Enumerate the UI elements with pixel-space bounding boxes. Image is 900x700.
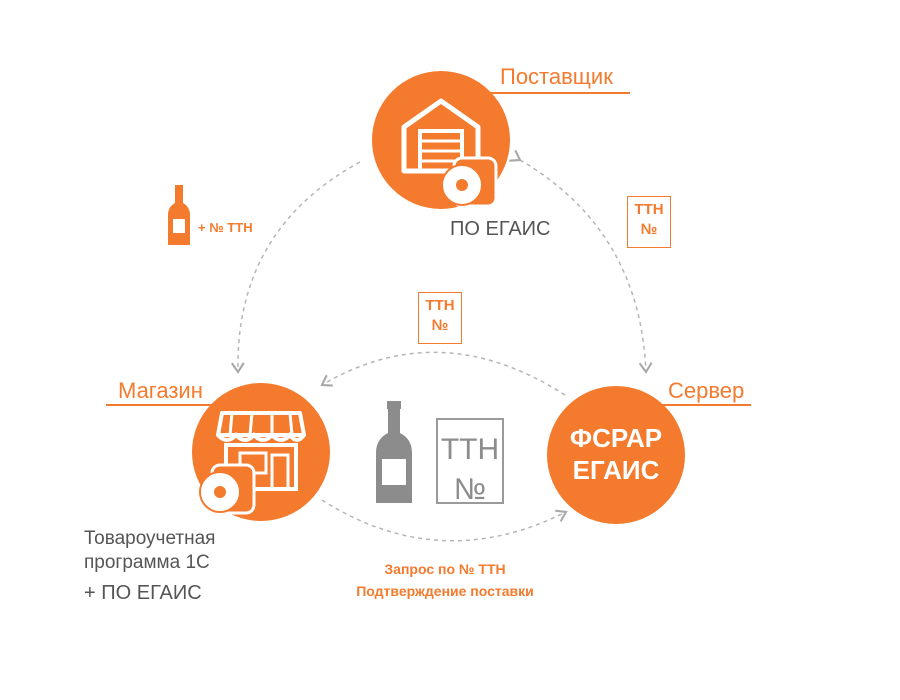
server-title: Сервер [668,378,745,403]
doc-supplier-server: ТТН № [627,196,671,248]
store-caption-line1: Товароучетная [84,528,216,549]
supplier-underline [490,92,630,94]
doc-line1: ТТН [425,297,455,314]
bottle-icon [166,185,192,252]
doc-line1: ТТН [440,433,500,466]
arrow-store-to-server [321,499,568,542]
arrow-server-to-store [320,351,566,396]
store-caption: Товароучетная программа 1С + ПО ЕГАИС [84,527,215,605]
store-to-server-line1: Запрос по № ТТН [384,561,506,577]
disc-icon [440,155,500,213]
store-to-server-line2: Подтверждение поставки [356,583,534,599]
store-to-server-caption: Запрос по № ТТН Подтверждение поставки [310,558,580,602]
doc-line1: ТТН [634,201,664,218]
doc-line2: № [431,317,449,334]
store-caption-line2: программа 1С [84,552,210,573]
bottle-icon [372,401,416,510]
store-caption-line3: + ПО ЕГАИС [84,582,202,604]
server-circle: ФСРАР ЕГАИС [547,386,685,524]
server-line1: ФСРАР [569,423,663,453]
supplier-title: Поставщик [500,64,613,89]
supplier-to-store-label: + № ТТН [198,220,253,235]
doc-line2: № [640,221,658,238]
store-underline [106,404,216,406]
server-line2: ЕГАИС [572,455,660,485]
supplier-caption: ПО ЕГАИС [450,218,551,240]
doc-line2: № [453,473,487,506]
arrow-supplier-server [509,149,653,374]
server-underline [655,404,751,406]
arrow-supplier-to-store [230,161,361,374]
doc-center: ТТН № [436,418,504,506]
warehouse-icon [401,98,481,174]
disc-icon [198,462,258,520]
store-title: Магазин [118,378,203,403]
doc-server-store: ТТН № [418,292,462,344]
